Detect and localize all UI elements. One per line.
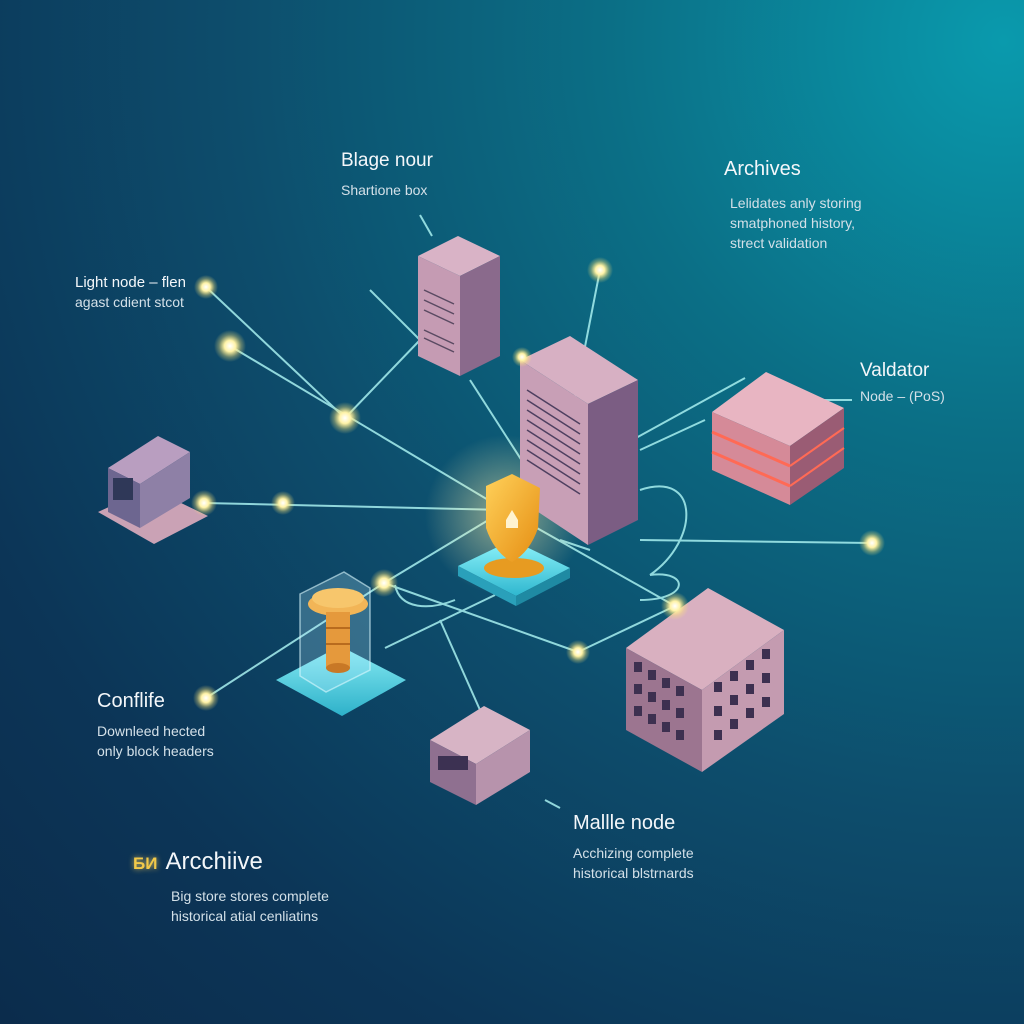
label-conflife: Conflife Downleed hected only block head…	[97, 690, 214, 761]
label-line: historical blstrnards	[573, 865, 694, 881]
connection-line	[205, 286, 346, 419]
label-light-node: Light node – flen agast cdient stcot	[75, 274, 186, 312]
glow-node	[370, 569, 398, 597]
glow-node	[271, 491, 295, 515]
shield-hub	[458, 474, 570, 606]
label-archiive: БИ Arcchiive Big store stores complete hi…	[133, 848, 329, 926]
label-archives: Archives Lelidates anly storing smatphon…	[724, 158, 862, 253]
glow-node	[194, 275, 218, 299]
label-validator: Valdator Node – (PoS)	[860, 360, 945, 406]
server-small-box	[430, 706, 530, 805]
connection-line	[344, 339, 421, 419]
glow-node	[512, 347, 532, 367]
server-validator	[711, 372, 845, 505]
label-title: Valdator	[860, 360, 930, 381]
glow-node	[587, 257, 613, 283]
label-title-row: БИ Arcchiive	[133, 848, 329, 876]
connection-curve	[639, 485, 688, 576]
server-tower-top	[418, 236, 500, 376]
pointer-line	[419, 214, 433, 237]
label-line: historical atial cenliatins	[171, 908, 319, 924]
label-title: Archives	[724, 158, 801, 180]
label-line: Big store stores complete	[171, 888, 329, 904]
label-malle-node: Mallle node Acchizing complete historica…	[573, 812, 694, 883]
label-blage-nour: Blage nour Shartione box	[341, 150, 433, 200]
label-subtitle: Shartione box	[341, 182, 428, 198]
server-block-large	[626, 588, 784, 772]
label-title: Arcchiive	[165, 848, 263, 875]
label-line: Downleed hected	[97, 723, 206, 739]
coin-vault	[276, 571, 406, 716]
device-light-node	[98, 436, 208, 544]
label-line: Lelidates anly storing	[730, 195, 862, 211]
label-subtitle: agast cdient stcot	[75, 294, 184, 310]
pointer-line	[544, 799, 561, 809]
label-line: smatphoned history,	[730, 215, 856, 231]
connection-arrow	[384, 594, 496, 649]
connection-line	[577, 605, 676, 653]
glow-nodes	[191, 257, 885, 711]
label-title: Conflife	[97, 690, 165, 712]
glow-node	[566, 640, 590, 664]
glow-node	[191, 490, 217, 516]
connection-line	[439, 619, 481, 711]
coin-stack-icon	[308, 588, 368, 673]
label-badge: БИ	[133, 854, 158, 873]
label-title: Light node – flen	[75, 274, 186, 291]
label-line: only block headers	[97, 743, 214, 759]
connection-curve	[394, 584, 456, 608]
label-line: Acchizing complete	[573, 845, 694, 861]
label-title: Mallle node	[573, 812, 676, 834]
connection-line	[639, 539, 873, 544]
glow-node	[329, 402, 361, 434]
label-line: strect validation	[730, 235, 828, 251]
connection-line	[369, 289, 421, 341]
glow-node	[214, 330, 246, 362]
glow-node	[859, 530, 885, 556]
label-subtitle: Node – (PoS)	[860, 388, 945, 404]
connection-curve	[639, 573, 680, 601]
connection-line	[639, 419, 706, 451]
label-title: Blage nour	[341, 150, 433, 171]
glow-node	[661, 592, 689, 620]
connection-line	[383, 582, 579, 653]
glow-node	[193, 685, 219, 711]
